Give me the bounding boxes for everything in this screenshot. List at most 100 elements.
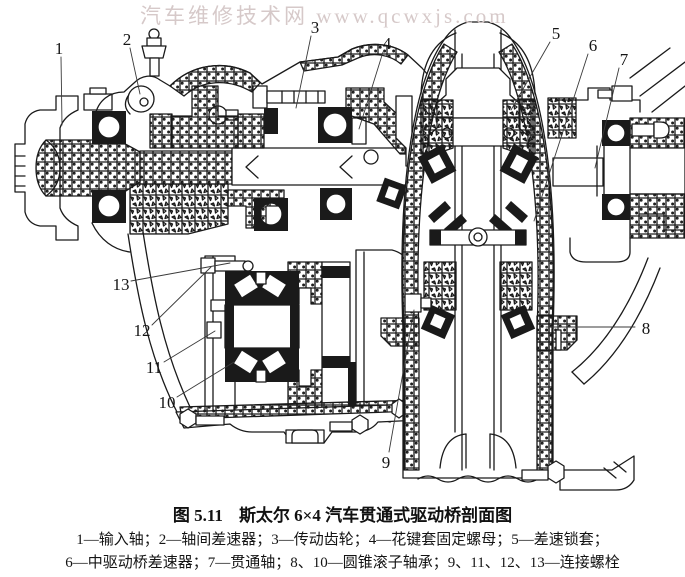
taper-roller-bearing-10-lower [225,348,299,383]
through-shaft [552,157,604,187]
hub-spacer-edge-r [290,305,299,348]
arm-curve-outer [571,257,649,373]
arm-curve-inner [583,267,661,385]
output-bearing-ball-l [606,197,626,217]
callout-number-9: 9 [382,453,391,472]
drawing [14,21,685,491]
callout-number-11: 11 [146,358,162,377]
drum-wall-right [498,43,554,471]
pinion-gear-upper [287,261,323,305]
taper-roller-drum-ur [499,144,539,184]
sump-foot-arch [291,429,319,444]
drum-bottom-arc-r [489,433,517,469]
flange-top-bolt-cap [89,87,107,95]
taper-roller-upper-left [376,177,408,210]
output-bearing-ball-u [606,123,626,143]
callout-leader-7 [594,67,620,169]
arm-bottom-bracket [521,455,635,491]
seal-block [264,108,278,134]
sump-bolt-left [179,408,225,429]
output-step-outline [555,87,641,113]
connecting-bolt-11 [206,321,222,339]
breather-valve [141,28,167,77]
input-shaft [35,139,141,197]
input-shaft-mid [139,150,233,185]
callout-number-8: 8 [642,319,651,338]
hardened-zone-left [129,183,229,235]
callout-leader-12 [151,266,212,326]
spline-lock-nut [351,117,367,145]
housing-bolt [252,85,326,109]
output-flange-bolt [631,121,670,139]
cross-shaft-end-l [430,230,441,245]
callout-number-2: 2 [123,30,132,49]
connecting-bolt-9 [404,293,432,313]
cross-shaft-hub-hole [473,232,483,242]
figure-number: 图 5.11 [172,506,223,525]
callout-leader-9 [388,309,415,453]
housing-arm-inner [142,231,191,408]
callout-leader-4 [358,51,384,130]
site-watermark: 汽车维修技术网 www.qcwxjs.com [140,4,509,28]
callout-number-1: 1 [55,39,64,58]
callout-leader-3 [295,35,312,109]
pinion-hub [321,261,351,413]
gear-flange [149,113,173,149]
interaxle-diff-cam-hole [139,97,149,107]
housing-arm-outer [127,233,179,415]
pinion-hub-seal-bot [322,356,350,368]
hardened-zone-drum-r [502,99,536,155]
seal-strip [348,362,356,414]
callout-leader-1 [60,56,63,126]
legend-line-1: 1—输入轴；2—轴间差速器；3—传动齿轮；4—花键套固定螺母；5—差速锁套； [76,532,609,548]
output-hub-mid [629,147,685,195]
legend-line-2: 6—中驱动桥差速器；7—贯通轴；8、10—圆锥滚子轴承；9、11、12、13—连… [65,555,620,571]
callout-leader-11 [163,330,216,363]
bearing-ball-5 [325,193,347,215]
figure-title: 斯太尔 6×4 汽车贯通式驱动桥剖面图 [238,506,513,525]
sump-bolt-right [329,414,369,435]
detent-ball [363,149,379,165]
lower-gear [227,189,285,229]
callout-leader-10 [176,361,235,398]
callout-number-12: 12 [134,321,151,340]
callout-leader-2 [129,47,141,95]
spline-teeth [14,155,26,187]
right-step [639,213,685,231]
bearing-ball [97,115,121,139]
taper-roller-drum-ll [420,304,456,340]
callout-number-10: 10 [159,393,176,412]
output-hub-lower [629,193,685,239]
callout-number-6: 6 [589,36,598,55]
drive-gear [171,85,239,149]
taper-roller-drum-ul [417,144,457,184]
bearing-ball-3 [97,194,121,218]
hub-spacer [224,304,300,349]
output-hub-bottom [569,237,631,263]
gear-flange-2 [237,113,265,149]
shaft-end-arc [45,139,61,197]
case-wall-line [91,222,131,253]
taper-roller-bearing-10-upper [225,271,299,305]
callout-number-7: 7 [620,50,629,69]
hardened-zone-drum-l [420,99,454,155]
drum-wall-left [402,43,458,471]
propshaft-stub [629,47,685,113]
drum-arch-right [499,32,536,95]
pinion-hub-seal-top [322,266,350,278]
cam-arm [124,95,131,115]
callout-number-3: 3 [311,18,320,37]
taper-roller-bearing-8 [500,304,536,340]
callout-leader-6 [533,53,589,222]
bearing-retainer-left [380,317,420,347]
callout-number-13: 13 [113,275,130,294]
spline-mark-2 [339,155,353,179]
figure-caption: 图 5.11 斯太尔 6×4 汽车贯通式驱动桥剖面图 [0,501,685,526]
cross-shaft-hub [468,227,488,247]
output-top-bolt [597,85,633,102]
callout-leader-13 [130,262,231,282]
retainer-pin [555,329,562,351]
